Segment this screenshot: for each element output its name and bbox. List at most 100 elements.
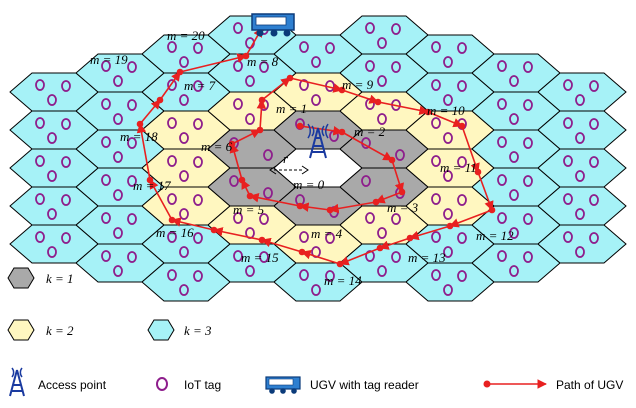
legend-k2-label: k = 2 [46,323,74,338]
ugv-path-waypoint [296,122,304,130]
ugv-path-segment [179,53,247,73]
iot-tag [391,23,401,35]
iot-tag [377,265,387,277]
ugv-path-waypoint [336,260,344,268]
iot-tag [101,174,111,186]
cell-label-m19: m = 19 [90,52,128,67]
iot-tag [443,246,453,258]
iot-tag [61,156,71,168]
ugv-path-segment [213,227,263,241]
ugv-path-waypoint [242,52,250,60]
iot-tag [113,189,123,201]
legend-k1-swatch [7,267,35,289]
ugv-path-segment [139,99,161,125]
ugv-path-waypoint [326,206,334,214]
cell-label-m0: m = 0 [293,177,325,192]
ugv-path-segment [409,225,451,241]
iot-tag [497,174,507,186]
legend-k2-swatch [7,319,35,341]
iot-tag [523,137,533,149]
legend-iot-tag-label: IoT tag [184,378,221,392]
cell-label-m14: m = 14 [324,273,362,288]
legend-iot-tag-icon [156,377,168,391]
hex-cell-k3 [537,224,627,264]
iot-tag [47,170,57,182]
iot-tag [431,269,441,281]
ugv-path-segment [299,125,343,136]
iot-tag [263,149,273,161]
iot-tag [245,113,255,125]
ugv-path-waypoint [258,236,266,244]
iot-tag [193,156,203,168]
iot-tag [523,213,533,225]
ugv-path-segment [449,209,493,228]
iot-tag [589,118,599,130]
ugv-path-segment [136,123,151,181]
ugv-path-segment [477,171,494,211]
legend-path-label: Path of UGV [556,378,623,392]
iot-tag [311,94,321,106]
iot-tag [61,80,71,92]
iot-tag [325,42,335,54]
iot-tag [47,208,57,220]
ugv-path-waypoint [146,176,154,184]
legend-access-point-icon [9,367,25,397]
iot-tag [113,265,123,277]
cell-label-m6: m = 6 [201,139,233,154]
iot-tag [431,41,441,53]
iot-tag [127,213,137,225]
iot-tag [325,270,335,282]
iot-tag [167,231,177,243]
iot-tag [113,227,123,239]
iot-tag [391,213,401,225]
iot-tag [361,175,371,187]
iot-tag [167,193,177,205]
iot-tag [101,212,111,224]
iot-tag [589,80,599,92]
ugv-path-segment [329,201,377,214]
iot-tag [101,60,111,72]
ugv-path-waypoint [458,122,466,130]
iot-tag [245,265,255,277]
iot-tag [259,61,269,73]
iot-tag [443,170,453,182]
iot-tag [233,98,243,110]
legend-k3-swatch [147,319,175,341]
iot-tag [35,79,45,91]
iot-tag [395,149,405,161]
iot-tag [575,94,585,106]
iot-tag [35,155,45,167]
iot-tag [563,155,573,167]
iot-tag [167,41,177,53]
legend: k = 1 k = 2 k = 3 Access point IoT tag U… [7,267,623,397]
iot-tag [299,231,309,243]
iot-tag [311,56,321,68]
iot-tag [299,79,309,91]
cell-label-m20: m = 20 [167,28,205,43]
iot-tag [431,117,441,129]
ugv-path-waypoint [374,98,382,106]
iot-tag [563,193,573,205]
iot-tag [35,117,45,129]
iot-tag [509,227,519,239]
cells-layer [9,15,627,302]
iot-tag [245,75,255,87]
ugv-path-waypoint [256,126,264,134]
iot-tag [391,251,401,263]
iot-tag [179,284,189,296]
ugv-path-waypoint [286,74,294,82]
legend-ugv-label: UGV with tag reader [310,378,419,392]
iot-tag [193,118,203,130]
ugv-path-waypoint [388,156,396,164]
iot-tag [589,232,599,244]
iot-tag [113,151,123,163]
iot-tag [457,232,467,244]
ugv-path-segment [171,217,215,231]
ugv-path-segment [149,179,173,221]
ugv-path-segment [375,191,403,204]
legend-access-point-label: Access point [38,378,107,392]
cell-label-m11: m = 11 [440,160,477,175]
iot-tag [263,187,273,199]
ugv-path-waypoint [424,108,432,116]
